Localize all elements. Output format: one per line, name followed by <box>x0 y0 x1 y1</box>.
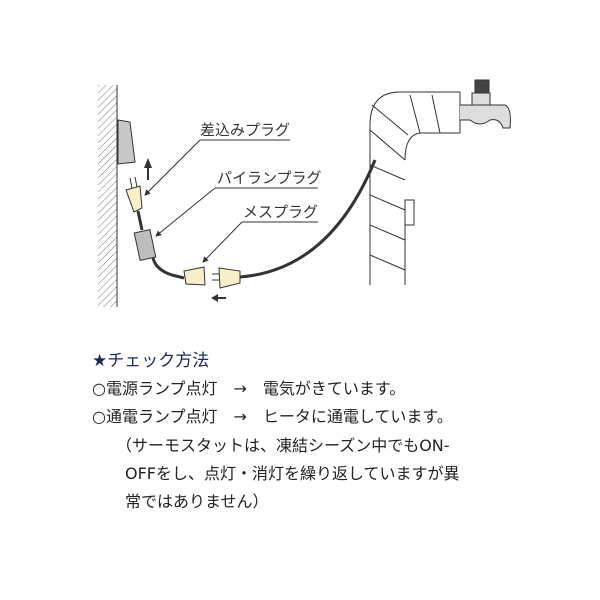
pairan-plug-label: パイランプラグ <box>217 169 322 187</box>
note-line-1: （サーモスタットは、凍結シーズン中でもON- <box>116 436 450 455</box>
plug-part <box>125 159 377 289</box>
wall <box>98 85 118 307</box>
check-heading: ★チェック方法 <box>92 351 210 371</box>
wall-outlet <box>117 119 136 165</box>
up-arrow-icon <box>144 158 152 180</box>
check-line-current: ○通電ランプ点灯 → ヒータに通電しています。 <box>92 407 453 426</box>
faucet-pipe <box>369 79 511 285</box>
left-arrow-icon <box>211 294 226 302</box>
plug-label: 差込みプラグ <box>200 121 291 139</box>
female-plug-label: メスプラグ <box>243 203 319 221</box>
note-line-3: 常ではありません） <box>125 492 269 511</box>
check-line-power: ○電源ランプ点灯 → 電気がきています。 <box>92 379 406 398</box>
leader-lines <box>144 139 318 263</box>
note-line-2: OFFをし、点灯・消灯を繰り返していますが異 <box>125 464 460 483</box>
